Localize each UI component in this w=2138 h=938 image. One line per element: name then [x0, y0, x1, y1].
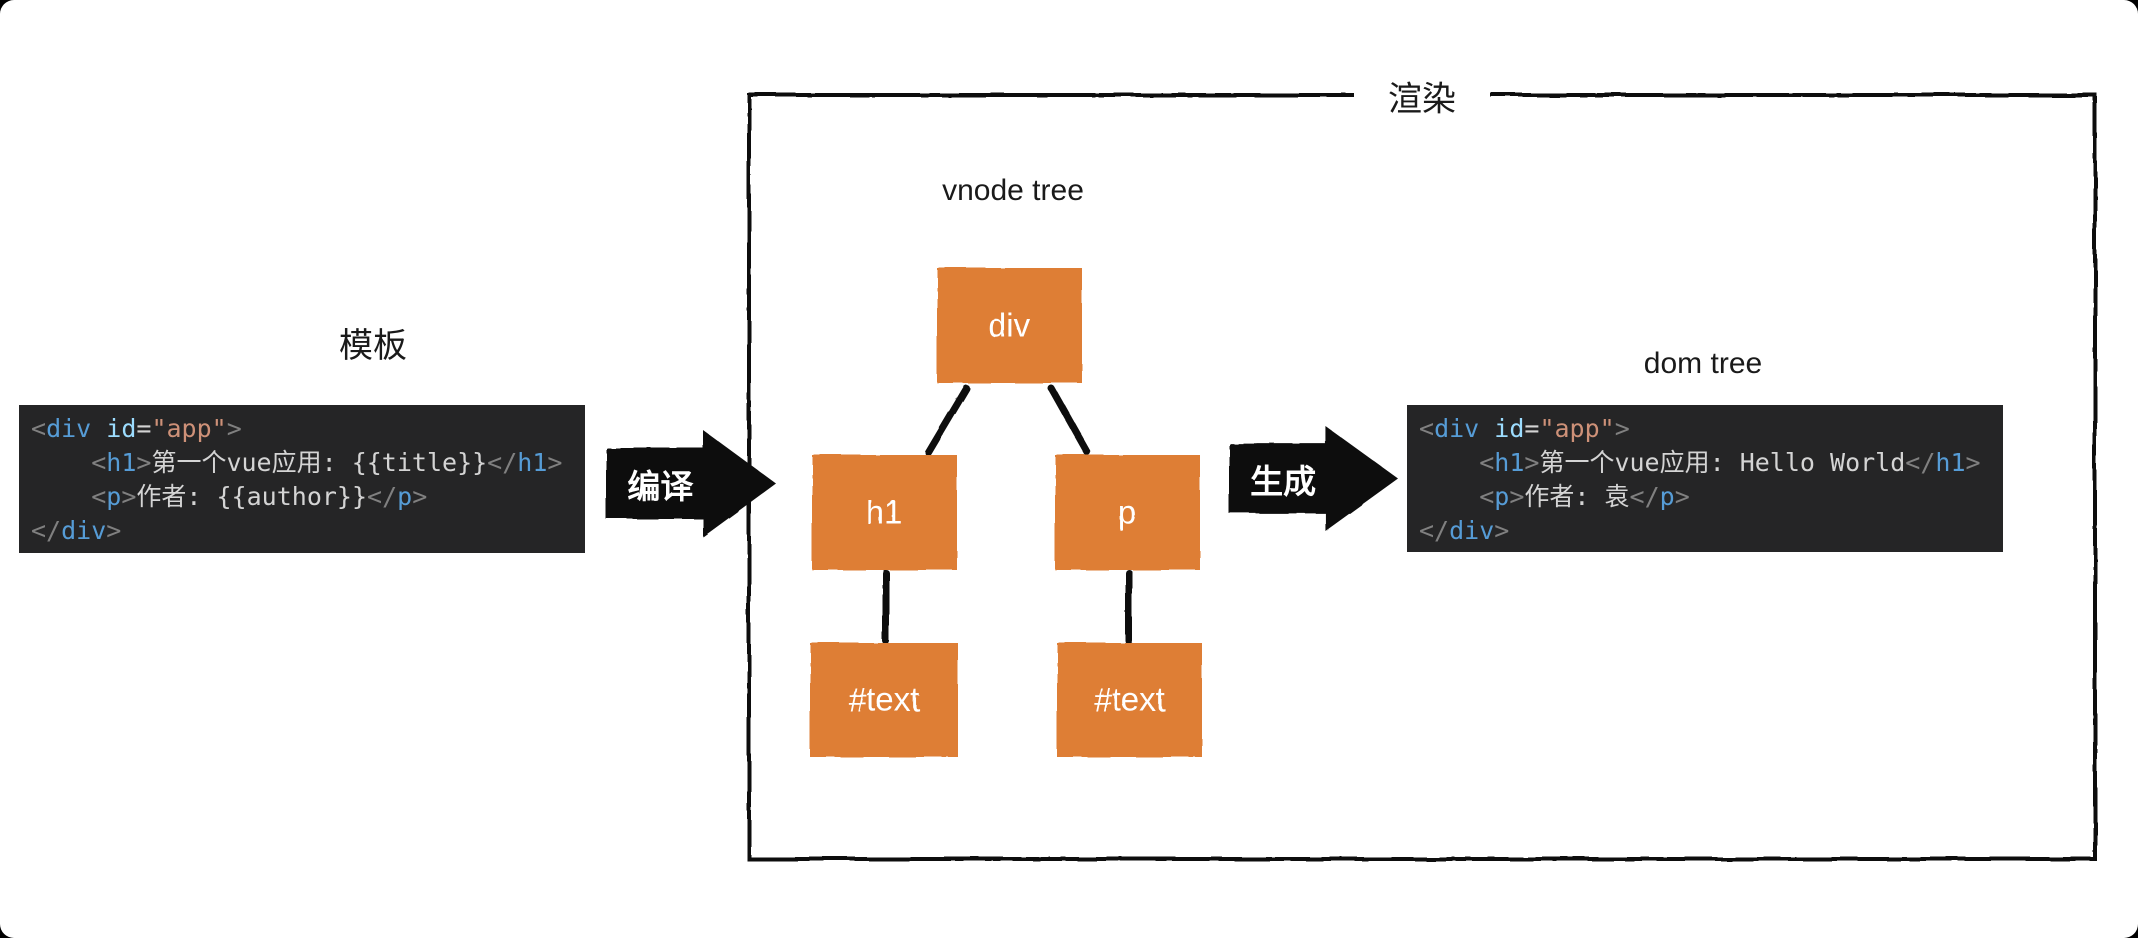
compile-arrow-label: 编译 [627, 467, 694, 505]
generate-arrow: 生成 [1229, 426, 1398, 531]
compile-arrow: 编译 [606, 430, 776, 537]
vnode-node-text-right: #text [1057, 643, 1202, 757]
generate-arrow-label: 生成 [1250, 462, 1317, 500]
vnode-node-div: div [937, 268, 1082, 383]
vnode-node-text-left: #text [810, 643, 958, 757]
vnode-tree-label: vnode tree [942, 174, 1084, 207]
template-section-label: 模板 [339, 327, 407, 365]
arrow-right-icon [1229, 426, 1398, 531]
arrow-right-icon [606, 430, 776, 537]
render-box-title: 渲染 [1354, 71, 1490, 121]
vnode-node-h1: h1 [812, 455, 957, 570]
dom-code-block: <div id="app"> <h1>第一个vue应用: Hello World… [1407, 405, 2003, 552]
vnode-node-p: p [1055, 455, 1200, 570]
template-code-block: <div id="app"> <h1>第一个vue应用: {{title}}</… [19, 405, 585, 553]
dom-tree-label: dom tree [1643, 347, 1763, 380]
